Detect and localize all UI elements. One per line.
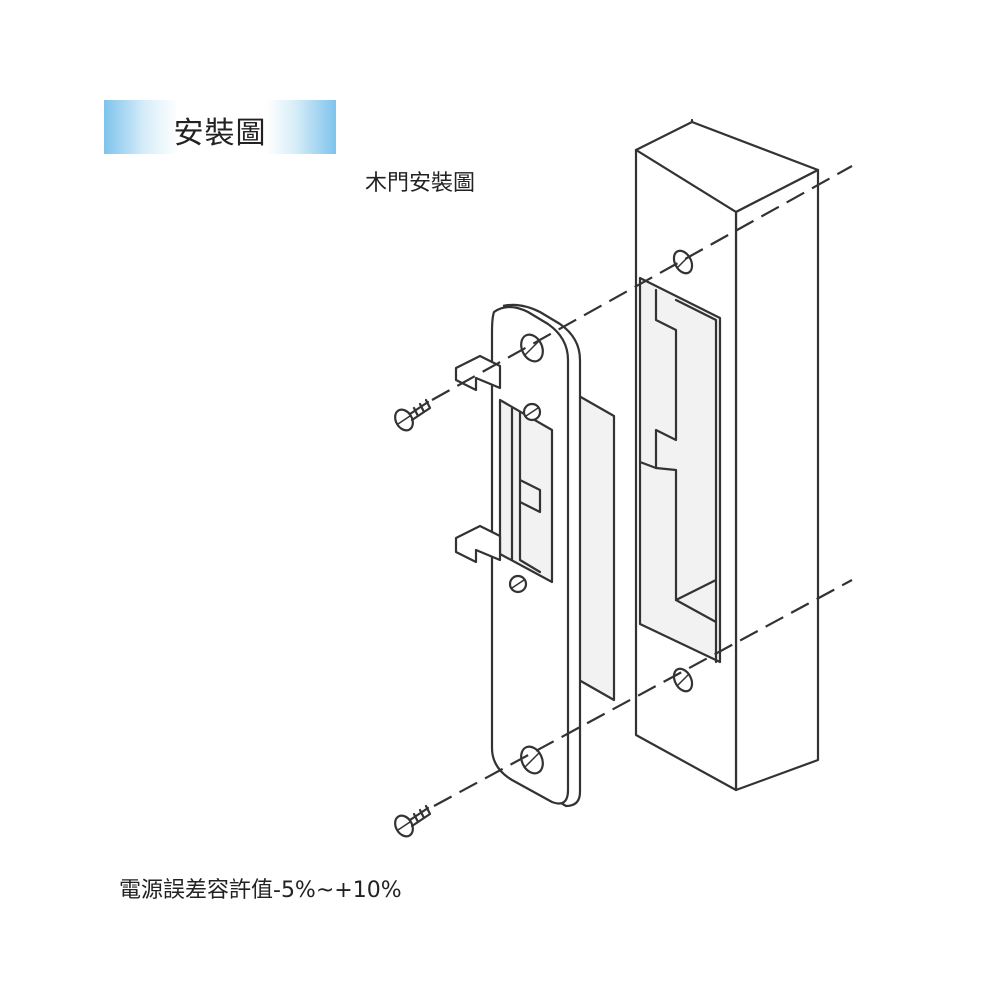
diagram-subtitle: 木門安裝圖 [365, 171, 476, 196]
tab-bottom [454, 524, 502, 564]
power-tolerance-note: 電源誤差容許值-5%~+10% [119, 878, 402, 903]
alignment-line-top [431, 165, 853, 401]
screw-bottom [394, 804, 432, 838]
door-frame [634, 118, 820, 792]
plate-hole-top [520, 333, 544, 363]
frame-hole-bottom [672, 667, 694, 693]
frame-side-face [734, 168, 820, 792]
screw-top [394, 398, 432, 432]
plate-screw-lower [508, 574, 528, 594]
header-banner: 安裝圖 [104, 100, 336, 154]
plate-screw-upper [522, 402, 542, 422]
keeper-window [498, 398, 554, 584]
electric-strike [454, 303, 616, 808]
plate-hole-bottom [520, 745, 544, 775]
alignment-line-bottom [433, 579, 853, 807]
mortise-recess [638, 276, 722, 664]
page-title: 安裝圖 [173, 116, 267, 151]
alignment-lines [431, 165, 853, 807]
